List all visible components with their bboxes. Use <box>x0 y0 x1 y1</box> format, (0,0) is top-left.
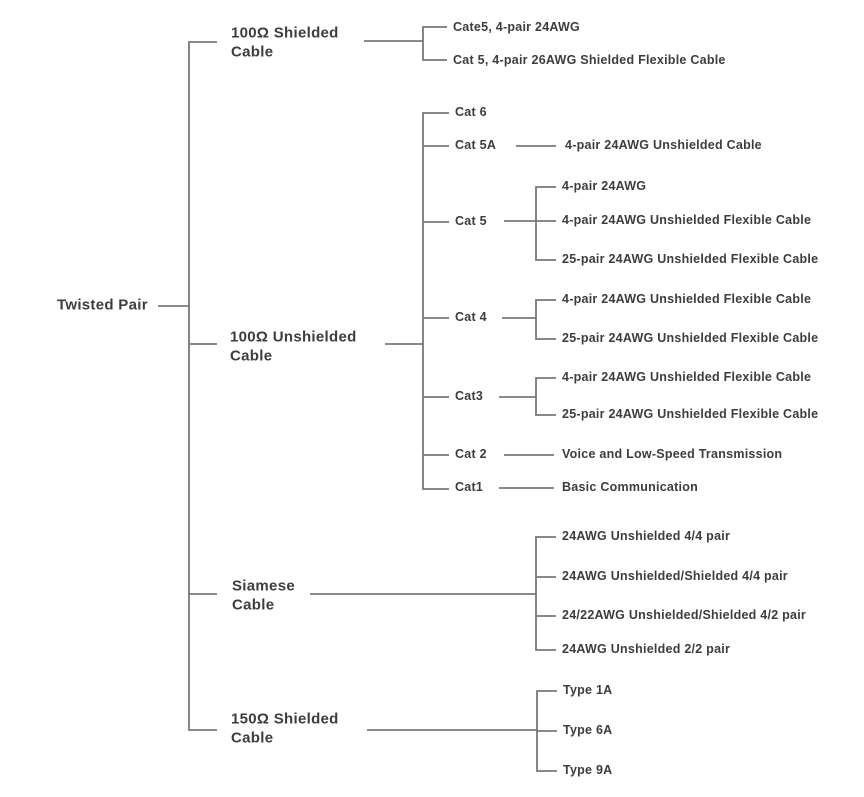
leaf-label: 25-pair 24AWG Unshielded Flexible Cable <box>562 252 819 267</box>
cat-bracket <box>422 112 449 490</box>
leaf-label: 25-pair 24AWG Unshielded Flexible Cable <box>562 331 819 346</box>
cat3-label: Cat3 <box>455 389 484 404</box>
leaf-label: Cate5, 4-pair 24AWG <box>453 20 581 35</box>
cat5a-label: Cat 5A <box>455 138 497 153</box>
leaf-label: 24AWG Unshielded/Shielded 4/4 pair <box>562 569 788 584</box>
branch-100ohm-unshielded-label: 100Ω Unshielded Cable <box>230 328 357 364</box>
cat2-label: Cat 2 <box>455 447 487 462</box>
cat-bracket-ticks <box>423 145 449 456</box>
trunk-line <box>188 41 217 731</box>
siamese-bracket <box>535 536 556 651</box>
leaf-label: Voice and Low-Speed Transmission <box>562 447 783 462</box>
leaf-label: Type 6A <box>563 723 613 738</box>
cat6-label: Cat 6 <box>455 105 487 120</box>
cat5-bracket <box>535 186 556 261</box>
siamese-bracket-ticks <box>536 576 556 617</box>
leaf-label: Basic Communication <box>562 480 699 495</box>
leaf-label: 24AWG Unshielded 2/2 pair <box>562 642 731 657</box>
leaf-label: 24/22AWG Unshielded/Shielded 4/2 pair <box>562 608 807 623</box>
cat4-label: Cat 4 <box>455 310 487 325</box>
leaf-label: 24AWG Unshielded 4/4 pair <box>562 529 731 544</box>
branch-100ohm-shielded-label: 100Ω Shielded Cable <box>231 24 339 60</box>
cat3-bracket <box>535 377 556 416</box>
leaf-label: 25-pair 24AWG Unshielded Flexible Cable <box>562 407 819 422</box>
leaf-label: 4-pair 24AWG Unshielded Cable <box>565 138 762 153</box>
branch-150ohm-shielded-label: 150Ω Shielded Cable <box>231 710 339 746</box>
branch-siamese-label: Siamese Cable <box>232 577 295 613</box>
shielded-bracket <box>422 26 447 61</box>
leaf-label: 4-pair 24AWG Unshielded Flexible Cable <box>562 292 812 307</box>
root-label: Twisted Pair <box>57 296 148 314</box>
leaf-label: 4-pair 24AWG Unshielded Flexible Cable <box>562 370 812 385</box>
leaf-label: 4-pair 24AWG Unshielded Flexible Cable <box>562 213 812 228</box>
leaf-label: Type 9A <box>563 763 613 778</box>
cat1-label: Cat1 <box>455 480 484 495</box>
leaf-label: Cat 5, 4-pair 26AWG Shielded Flexible Ca… <box>453 53 726 68</box>
branch-ticks <box>189 343 217 595</box>
leaf-label: 4-pair 24AWG <box>562 179 647 194</box>
leaf-label: Type 1A <box>563 683 613 698</box>
cat4-bracket <box>535 299 556 340</box>
cat5-label: Cat 5 <box>455 214 487 229</box>
